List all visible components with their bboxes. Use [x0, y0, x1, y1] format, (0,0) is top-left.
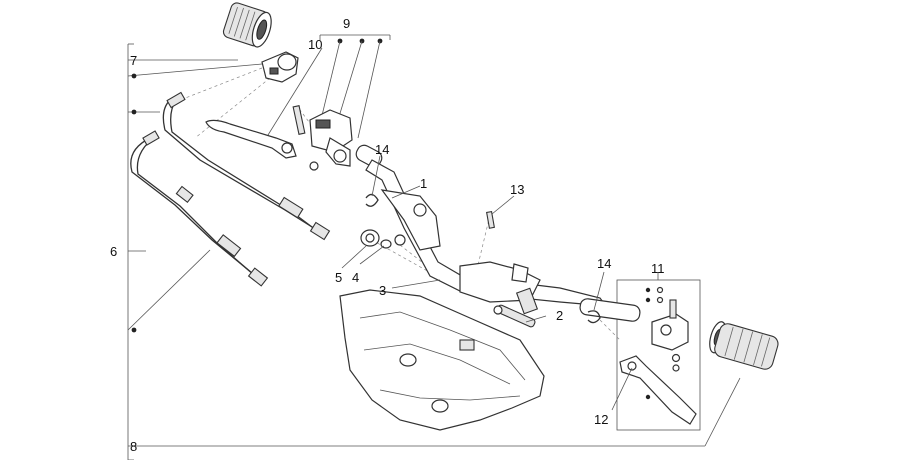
callout-4: 4 — [352, 270, 359, 285]
right-lever-part — [619, 355, 697, 425]
left-lever-part — [205, 105, 306, 159]
callout-leaders — [341, 155, 633, 411]
callout-13: 13 — [510, 182, 524, 197]
group-bracket-left — [127, 43, 741, 460]
throttle-housing-part — [261, 51, 299, 83]
bolt-part — [493, 304, 536, 328]
callout-9: 9 — [343, 16, 350, 31]
callout-14-right: 14 — [597, 256, 611, 271]
lower-cover-part — [339, 289, 545, 431]
left-grip-part — [222, 2, 272, 48]
group-bracket-9 — [267, 34, 391, 139]
callout-14-left: 14 — [375, 142, 389, 157]
callout-3: 3 — [379, 283, 386, 298]
handlebar-frame-part — [355, 144, 641, 322]
callout-10: 10 — [308, 37, 322, 52]
callout-5: 5 — [335, 270, 342, 285]
clip-part-left — [365, 193, 379, 207]
washer-part — [360, 229, 392, 249]
callout-6: 6 — [110, 244, 117, 259]
callout-2: 2 — [556, 308, 563, 323]
callout-1: 1 — [420, 176, 427, 191]
callout-7: 7 — [130, 53, 137, 68]
left-control-body-part — [309, 109, 353, 171]
screw-part — [486, 210, 495, 229]
clip-part-right — [587, 310, 601, 324]
throttle-cables-part — [130, 91, 331, 287]
callout-8: 8 — [130, 439, 137, 454]
callout-12: 12 — [594, 412, 608, 427]
right-grip-part — [709, 321, 779, 370]
right-control-body-part — [651, 286, 689, 372]
callout-11: 11 — [651, 261, 665, 276]
left-bracket-dots — [131, 73, 137, 333]
